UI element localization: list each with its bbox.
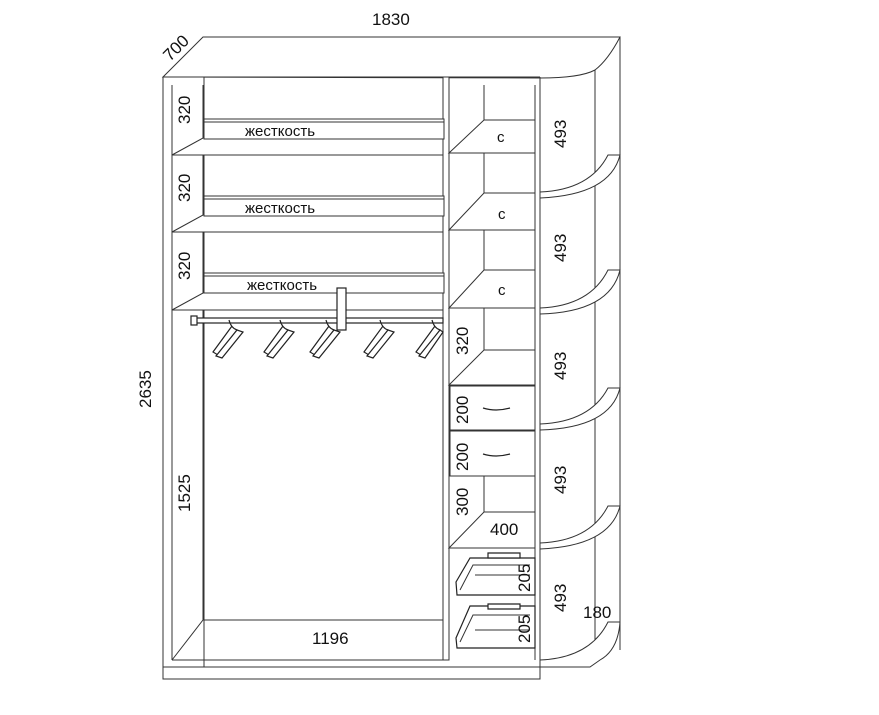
stiffener-label: жесткость — [245, 123, 315, 140]
middle-shelves — [447, 85, 536, 386]
mark-c-label: с — [498, 206, 506, 223]
corner-3-dim: 493 — [551, 352, 570, 380]
dimension-labels: 1830 700 2635 320 320 320 1525 1196 320 … — [136, 10, 611, 648]
corner-4-dim: 493 — [551, 466, 570, 494]
basket-1-dim: 205 — [515, 564, 534, 592]
hanger — [309, 319, 342, 359]
wardrobe-body — [162, 76, 541, 680]
left-shelves — [171, 118, 445, 311]
corner-depth-dim: 180 — [583, 603, 611, 622]
hanger — [263, 319, 296, 359]
text-labels: жесткость жесткость жесткость с с с — [245, 123, 506, 299]
baskets — [455, 552, 536, 649]
left-shelf-1-dim: 320 — [175, 96, 194, 124]
total-height-dim: 2635 — [136, 370, 155, 408]
hanger — [212, 319, 245, 359]
corner-section — [539, 37, 621, 668]
top-panel — [161, 36, 621, 79]
mark-c-label: с — [498, 282, 506, 299]
stiffener-label: жесткость — [245, 200, 315, 217]
corner-5-dim: 493 — [551, 584, 570, 612]
left-shelf-2-dim: 320 — [175, 174, 194, 202]
inner-width-dim: 1196 — [312, 629, 349, 648]
hangers — [212, 319, 444, 359]
hanger — [415, 319, 444, 359]
mid-shelf-dim: 320 — [453, 327, 472, 355]
total-width-dim: 1830 — [372, 10, 410, 29]
drawer-1-dim: 200 — [453, 396, 472, 424]
basket-2-dim: 205 — [515, 615, 534, 643]
hanging-rail — [190, 287, 444, 331]
corner-1-dim: 493 — [551, 120, 570, 148]
left-shelf-3-dim: 320 — [175, 252, 194, 280]
drawers — [447, 385, 536, 549]
drawer-2-dim: 200 — [453, 443, 472, 471]
mark-c-label: с — [497, 129, 505, 146]
hanging-height-dim: 1525 — [175, 474, 194, 512]
stiffener-label: жесткость — [247, 277, 317, 294]
mid-width-dim: 400 — [490, 520, 518, 539]
mid-lower-dim: 300 — [453, 488, 472, 516]
corner-2-dim: 493 — [551, 234, 570, 262]
hanger — [363, 319, 396, 359]
